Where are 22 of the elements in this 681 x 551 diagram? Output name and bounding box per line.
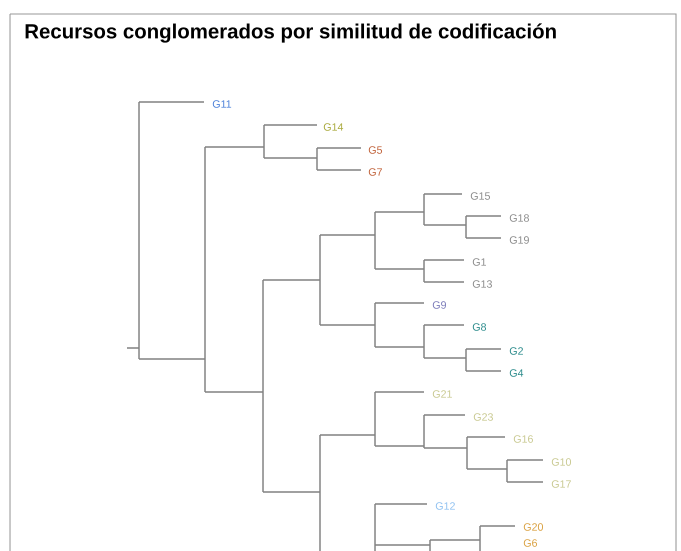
leaf-label: G18 (510, 214, 529, 222)
leaf-label: G17 (552, 480, 571, 488)
leaf-label: G14 (324, 123, 344, 131)
leaf-label: G4 (510, 369, 524, 377)
leaf-label: G8 (472, 323, 486, 331)
leaf-label: G7 (368, 168, 382, 176)
leaf-label: G13 (472, 280, 492, 288)
leaf-label: G10 (552, 458, 572, 466)
leaf-label: G6 (524, 539, 538, 547)
leaf-label: G21 (432, 390, 452, 398)
leaf-label: G9 (432, 301, 446, 309)
leaf-label: G12 (436, 502, 455, 510)
leaf-label: G16 (514, 435, 533, 443)
leaf-label: G15 (470, 192, 490, 200)
leaf-label: G20 (524, 523, 544, 531)
leaf-label: G2 (510, 347, 523, 355)
leaf-label: G1 (472, 258, 486, 266)
leaf-label: G19 (510, 236, 529, 244)
leaf-label: G5 (368, 146, 382, 154)
leaf-label: G11 (212, 100, 232, 108)
chart-title: Recursos conglomerados por similitud de codificación (26, 23, 556, 43)
leaf-label: G23 (474, 413, 493, 421)
